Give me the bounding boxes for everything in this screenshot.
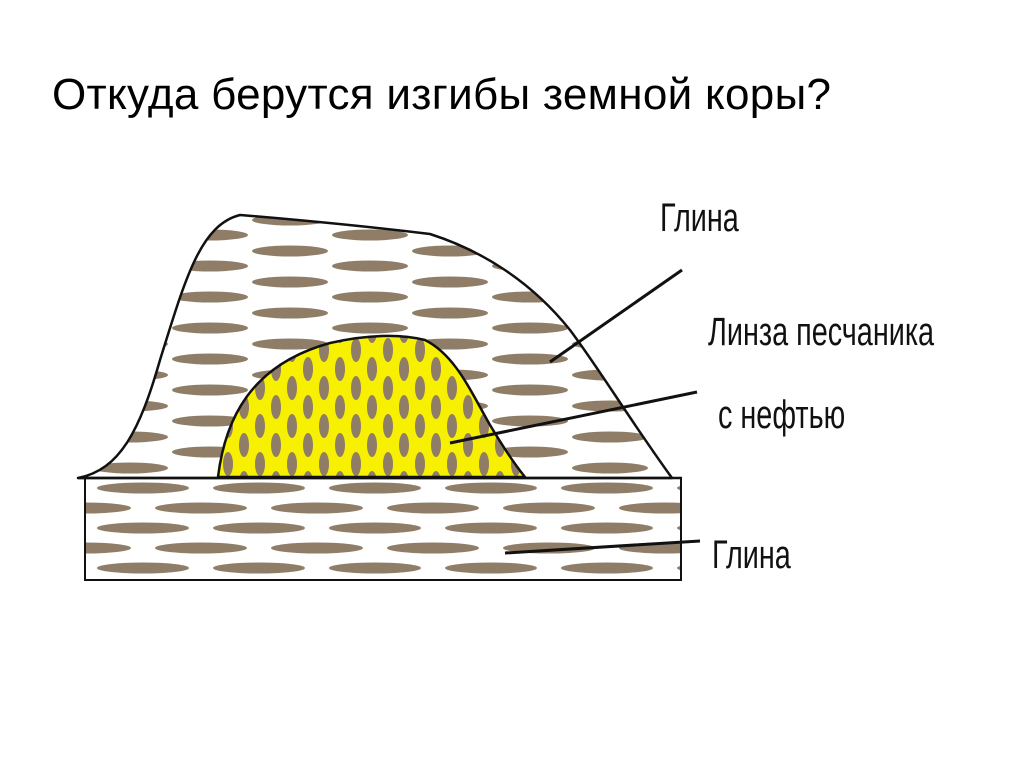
bottom-clay-layer <box>84 477 682 581</box>
label-clay-top: Глина <box>660 196 739 240</box>
leader-line-sandstone <box>449 390 698 445</box>
sandstone-lens <box>216 334 527 479</box>
label-sandstone-line1: Линза песчаника <box>708 310 935 354</box>
label-clay-bottom: Глина <box>712 533 791 577</box>
leader-line-clay-bottom <box>504 539 701 555</box>
leader-line-clay-top <box>549 268 683 364</box>
label-sandstone-line2: с нефтью <box>718 393 846 437</box>
slide-title: Откуда берутся изгибы земной коры? <box>52 70 832 119</box>
